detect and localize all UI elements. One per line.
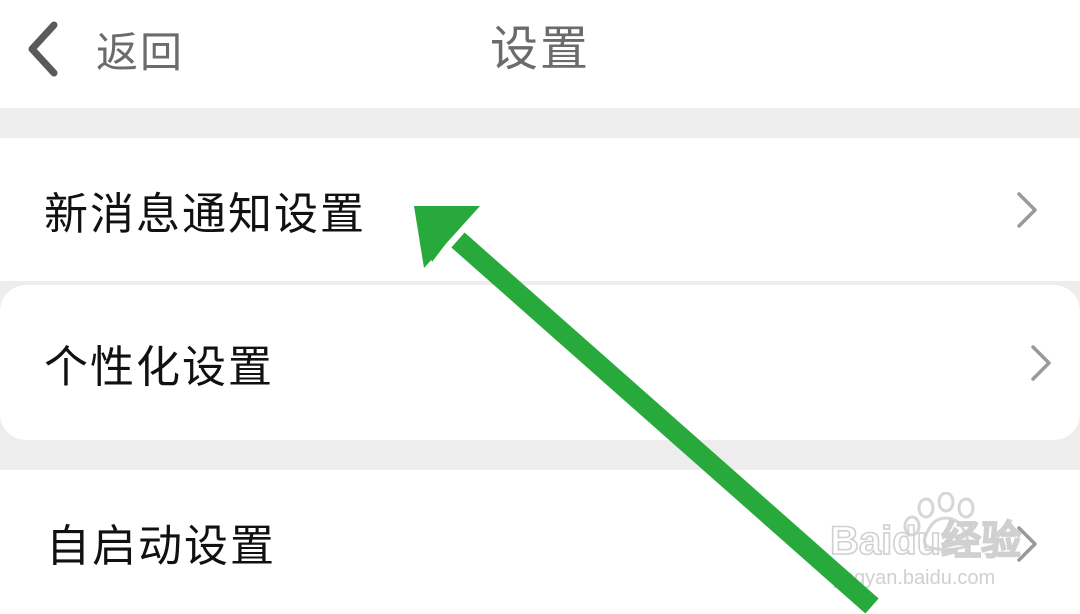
- settings-item-label: 自启动设置: [46, 521, 276, 572]
- back-label: 返回: [96, 27, 185, 77]
- settings-item-auto-start[interactable]: 自启动设置: [0, 470, 1080, 614]
- chevron-right-icon: [1014, 190, 1040, 230]
- settings-item-new-message-notification[interactable]: 新消息通知设置: [0, 138, 1080, 281]
- back-button[interactable]: 返回: [22, 14, 184, 84]
- settings-item-personalization[interactable]: 个性化设置: [0, 285, 1080, 440]
- navigation-bar: 返回 设置: [0, 0, 1080, 108]
- chevron-left-icon: [22, 19, 62, 79]
- settings-item-label: 个性化设置: [44, 341, 274, 393]
- settings-item-label: 新消息通知设置: [44, 188, 366, 240]
- chevron-right-icon: [1014, 524, 1040, 564]
- chevron-right-icon: [1028, 343, 1054, 383]
